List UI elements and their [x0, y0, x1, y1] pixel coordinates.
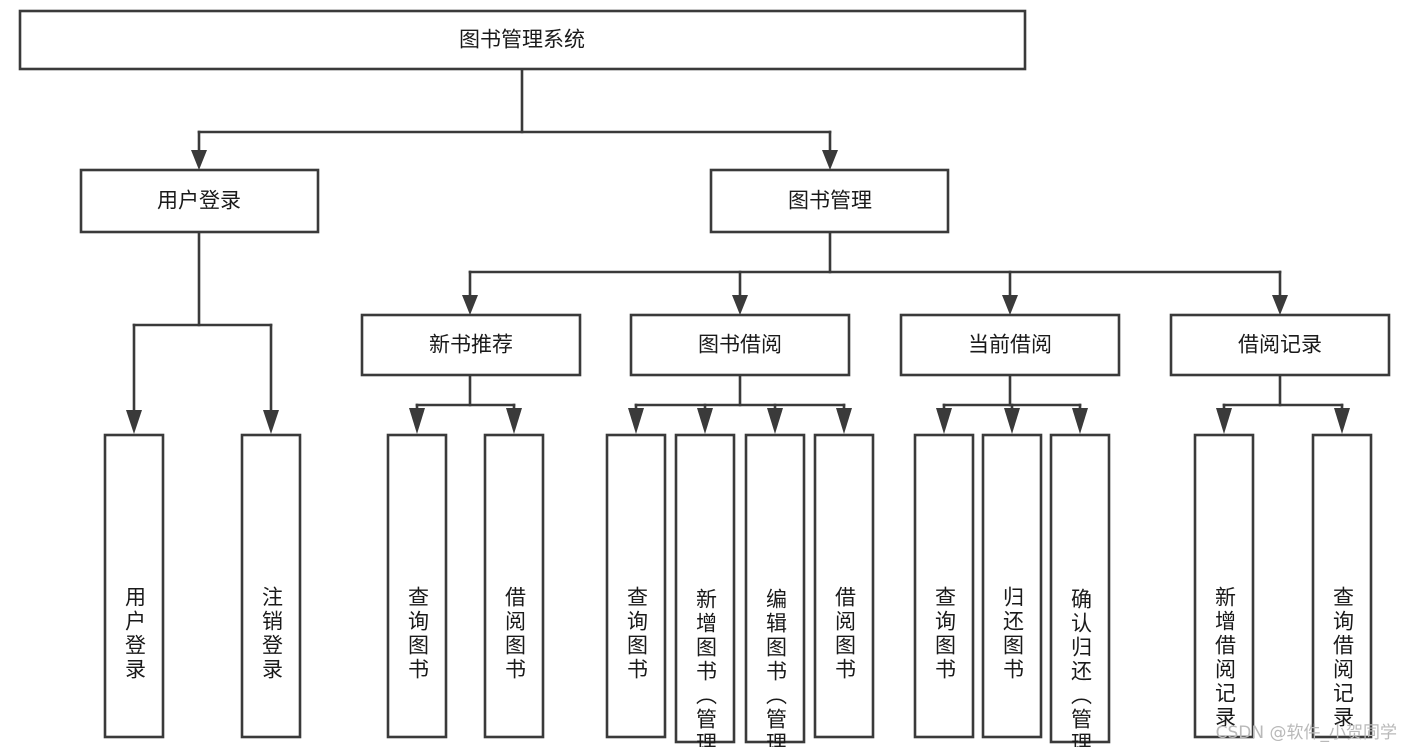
leaf-edit-book-admin-box[interactable]	[744, 433, 806, 744]
arrow-to-borrow-record	[1272, 295, 1288, 315]
leaf-borrow-query-book-box[interactable]	[605, 433, 667, 739]
leaf-borrow-book[interactable]: 借阅图书	[813, 433, 875, 739]
arrow-root-to-user-login	[191, 150, 207, 170]
leaf-query-borrow-record[interactable]: 查询借阅记录	[1311, 433, 1373, 739]
leaf-rec-query-book[interactable]: 查询图书	[386, 433, 448, 739]
leaf-logout-login-label: 注销登录	[260, 586, 284, 682]
leaf-borrow-book-label: 借阅图书	[833, 586, 857, 682]
node-user-login-label: 用户登录	[157, 190, 241, 213]
leaf-logout-login[interactable]: 注销登录	[240, 433, 302, 739]
leaf-query-borrow-record-box[interactable]	[1311, 433, 1373, 739]
leaf-confirm-return-admin-box[interactable]	[1049, 433, 1111, 744]
leaf-confirm-return-admin-label: 确认归还（管理员）	[1069, 588, 1093, 747]
leaf-borrow-query-book[interactable]: 查询图书	[605, 433, 667, 739]
arrow-to-edit-book-admin	[767, 408, 783, 434]
node-book-manage[interactable]: 图书管理	[709, 168, 950, 234]
leaf-logout-login-box[interactable]	[240, 433, 302, 739]
arrow-root-to-book-manage	[822, 150, 838, 170]
arrow-to-borrow-query-book	[628, 408, 644, 434]
connector-group	[126, 67, 1350, 434]
arrow-to-book-borrow	[732, 295, 748, 315]
node-user-login[interactable]: 用户登录	[79, 168, 320, 234]
leaf-edit-book-admin[interactable]: 编辑图书（管理员）	[744, 433, 806, 747]
leaf-confirm-return-admin[interactable]: 确认归还（管理员）	[1049, 433, 1111, 747]
arrow-to-new-book-rec	[462, 295, 478, 315]
node-user-login-box[interactable]	[79, 168, 320, 234]
node-book-borrow-label: 图书借阅	[698, 334, 782, 357]
leaf-return-book[interactable]: 归还图书	[981, 433, 1043, 739]
leaf-rec-borrow-book[interactable]: 借阅图书	[483, 433, 545, 739]
node-current-borrow-label: 当前借阅	[968, 334, 1052, 357]
node-borrow-record-box[interactable]	[1169, 313, 1391, 377]
arrow-to-borrow-book	[836, 408, 852, 434]
leaf-add-borrow-record-label: 新增借阅记录	[1213, 586, 1237, 730]
leaf-cur-query-book-box[interactable]	[913, 433, 975, 739]
leaf-edit-book-admin-label: 编辑图书（管理员）	[764, 588, 788, 747]
node-new-book-recommend-label: 新书推荐	[429, 334, 513, 357]
leaf-add-borrow-record[interactable]: 新增借阅记录	[1193, 433, 1255, 739]
node-book-borrow-box[interactable]	[629, 313, 851, 377]
leaf-add-book-admin-label: 新增图书（管理员）	[694, 588, 718, 747]
node-current-borrow-box[interactable]	[899, 313, 1121, 377]
leaf-rec-query-book-label: 查询图书	[406, 586, 430, 682]
arrow-to-cur-query-book	[936, 408, 952, 434]
arrow-to-current-borrow	[1002, 295, 1018, 315]
arrow-to-rec-query-book	[409, 408, 425, 434]
node-root[interactable]: 图书管理系统	[18, 9, 1027, 71]
leaf-cur-query-book[interactable]: 查询图书	[913, 433, 975, 739]
node-book-manage-box[interactable]	[709, 168, 950, 234]
arrow-to-leaf-logout-login	[263, 410, 279, 434]
node-current-borrow[interactable]: 当前借阅	[899, 313, 1121, 377]
leaf-return-book-label: 归还图书	[1001, 586, 1025, 682]
leaf-add-book-admin[interactable]: 新增图书（管理员）	[674, 433, 736, 747]
arrow-to-leaf-user-login	[126, 410, 142, 434]
node-new-book-recommend[interactable]: 新书推荐	[360, 313, 582, 377]
node-root-box[interactable]	[18, 9, 1027, 71]
arrow-to-add-borrow-record	[1216, 408, 1232, 434]
leaf-borrow-query-book-label: 查询图书	[625, 586, 649, 682]
node-borrow-record[interactable]: 借阅记录	[1169, 313, 1391, 377]
arrow-to-return-book	[1004, 408, 1020, 434]
leaf-user-login-label: 用户登录	[123, 586, 147, 682]
leaf-user-login[interactable]: 用户登录	[103, 433, 165, 739]
node-book-manage-label: 图书管理	[788, 190, 872, 213]
leaf-rec-borrow-book-box[interactable]	[483, 433, 545, 739]
leaf-rec-query-book-box[interactable]	[386, 433, 448, 739]
node-borrow-record-label: 借阅记录	[1238, 334, 1322, 357]
arrow-to-add-book-admin	[697, 408, 713, 434]
node-root-label: 图书管理系统	[459, 29, 585, 52]
leaf-user-login-box[interactable]	[103, 433, 165, 739]
leaf-borrow-book-box[interactable]	[813, 433, 875, 739]
node-book-borrow[interactable]: 图书借阅	[629, 313, 851, 377]
arrow-to-rec-borrow-book	[506, 408, 522, 434]
leaf-rec-borrow-book-label: 借阅图书	[503, 586, 527, 682]
arrow-to-confirm-return-admin	[1072, 408, 1088, 434]
leaf-query-borrow-record-label: 查询借阅记录	[1331, 586, 1355, 730]
arrow-to-query-borrow-record	[1334, 408, 1350, 434]
leaf-return-book-box[interactable]	[981, 433, 1043, 739]
leaf-cur-query-book-label: 查询图书	[933, 586, 957, 682]
leaf-add-borrow-record-box[interactable]	[1193, 433, 1255, 739]
leaf-add-book-admin-box[interactable]	[674, 433, 736, 744]
node-new-book-recommend-box[interactable]	[360, 313, 582, 377]
